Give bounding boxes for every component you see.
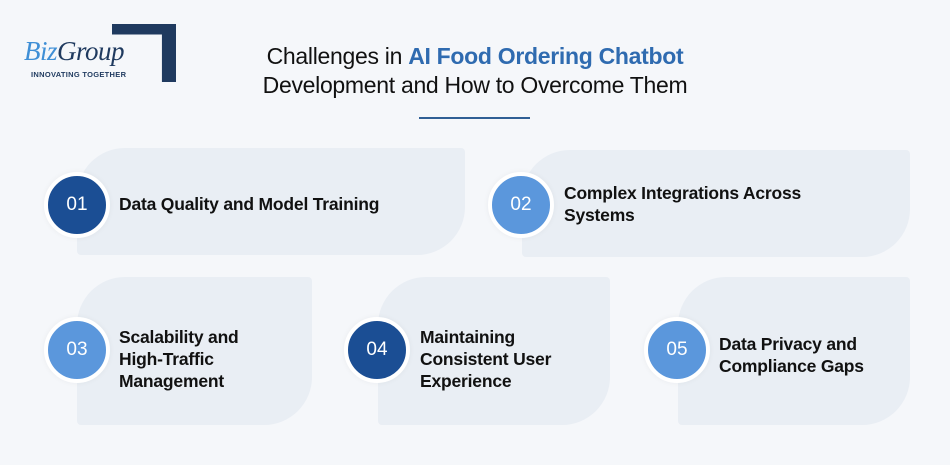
number-badge-02: 02 (488, 172, 554, 238)
challenge-label-01: Data Quality and Model Training (119, 194, 380, 214)
title-divider (419, 117, 530, 119)
challenge-card-04 (378, 277, 610, 425)
logo-wordmark: BizGroup (24, 36, 125, 66)
page-title: Challenges in AI Food Ordering Chatbot D… (262, 43, 688, 98)
challenge-card-03 (77, 277, 312, 425)
number-badge-03: 03 (44, 317, 110, 383)
title-highlight: AI Food Ordering Chatbot (408, 43, 684, 69)
challenge-label-05: Data Privacy and Compliance Gaps (719, 334, 864, 376)
number-badge-04: 04 (344, 317, 410, 383)
number-badge-01: 01 (44, 172, 110, 238)
challenge-card-05 (678, 277, 910, 425)
challenge-label-02: Complex Integrations Across Systems (564, 183, 802, 225)
challenge-card-02 (522, 150, 910, 257)
challenge-label-04: Maintaining Consistent User Experience (420, 327, 552, 391)
challenge-label-03: Scalability and High-Traffic Management (119, 327, 239, 391)
bizgroup-logo: BizGroup INNOVATING TOGETHER (22, 24, 176, 84)
logo-tagline: INNOVATING TOGETHER (31, 70, 127, 79)
number-badge-05: 05 (644, 317, 710, 383)
challenge-card-01 (77, 148, 465, 255)
